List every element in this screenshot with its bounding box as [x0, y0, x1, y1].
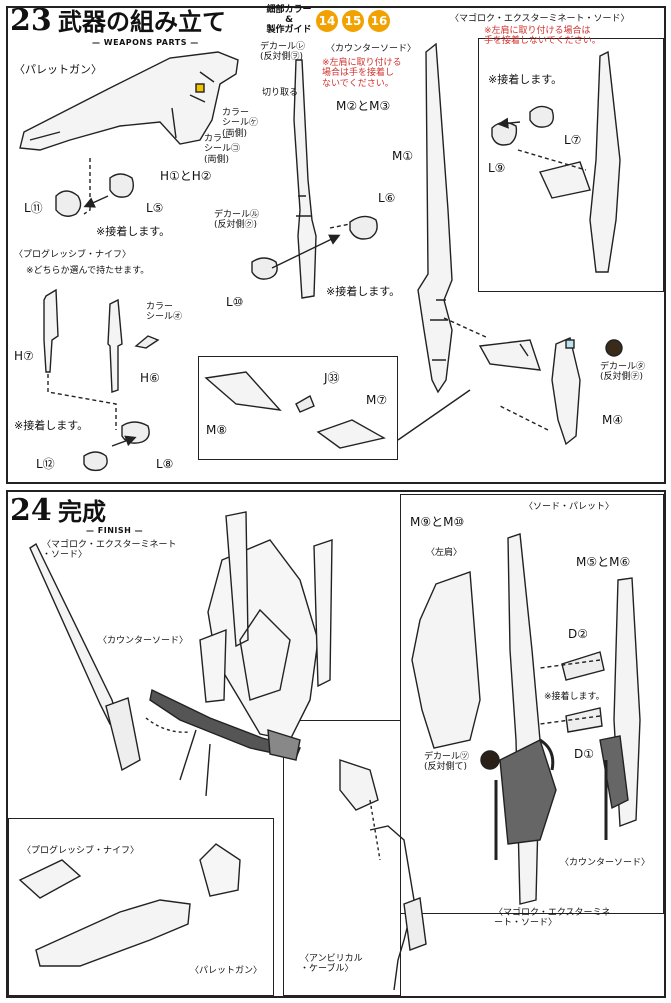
counter-sword-drawing [293, 59, 317, 299]
sword-pallet-heading: 〈ソード・パレット〉 [524, 502, 615, 512]
step24-number: 24 [10, 493, 52, 528]
part-m1: M① [392, 149, 414, 163]
part-h7: H⑦ [14, 349, 34, 363]
decal-tsu: デカール㋡ (反対側て) [424, 752, 470, 773]
finish-counter-sword-label-2: 〈カウンターソード〉 [560, 858, 651, 868]
finish-magoroku-label: 〈マゴロク・エクスターミネート ・ソード〉 [42, 540, 177, 561]
step23-subtitle: — WEAPONS PARTS — [92, 38, 199, 47]
part-m2m3: M②とM③ [336, 99, 391, 113]
finish-counter-sword-label: 〈カウンターソード〉 [98, 636, 189, 646]
part-d2: D② [568, 627, 588, 641]
knife-h7-drawing [43, 288, 59, 373]
umbilical-panel [283, 720, 401, 996]
part-m4: M④ [602, 413, 624, 427]
decal-ta: デカール㋟ (反対側㋠) [600, 362, 646, 383]
counter-sword-heading: 〈カウンターソード〉 [326, 44, 417, 54]
finish-knife-label: 〈プログレッシブ・ナイフ〉 [22, 846, 140, 856]
part-l6: L⑥ [378, 191, 396, 205]
magoroku-inset-panel [478, 38, 664, 292]
pallet-attach-note: ※接着します。 [96, 225, 171, 238]
guide-badge-2: 15 [342, 10, 364, 32]
part-l11: L⑪ [24, 201, 43, 215]
guide-badge-1: 14 [316, 10, 338, 32]
umbilical-label: 〈アンビリカル ・ケーブル〉 [300, 954, 363, 975]
pallet-gun-heading: 〈パレットガン〉 [14, 63, 102, 76]
knife-inset-panel [198, 356, 398, 460]
part-l9: L⑨ [488, 161, 506, 175]
finish-magoroku-label-2: 〈マゴロク・エクスターミネ ート・ソード〉 [494, 908, 611, 929]
knife-attach-note: ※接着します。 [14, 419, 89, 432]
part-m9m10: M⑨とM⑩ [410, 515, 465, 529]
finish-pallet-gun-label: 〈パレットガン〉 [190, 966, 263, 976]
magoroku-red-note: ※左肩に取り付ける場合は 手を接着しないでください。 [484, 26, 601, 47]
step23-panel [6, 6, 666, 484]
guide-badge-3: 16 [368, 10, 390, 32]
part-l8: L⑧ [156, 457, 174, 471]
part-l5: L⑤ [146, 201, 164, 215]
part-m5m6: M⑤とM⑥ [576, 555, 631, 569]
step24-panel [6, 490, 666, 998]
sword-pallet-panel [400, 494, 664, 914]
part-m7: M⑦ [366, 393, 388, 407]
magoroku-sword-drawing [417, 42, 453, 394]
part-h6: H⑥ [140, 371, 160, 385]
counter-sword-red-note: ※左肩に取り付ける 場合は手を接着し ないでください。 [322, 58, 402, 89]
finish-attach-note: ※接着します。 [544, 692, 605, 702]
part-l12: L⑫ [36, 457, 55, 471]
knife-heading: 〈プログレッシブ・ナイフ〉 [14, 250, 132, 260]
step24-title: 完成 [58, 497, 106, 526]
step23-number: 23 [10, 3, 52, 38]
left-shoulder-drawing [411, 571, 481, 749]
sword-pallet-m9m10 [507, 533, 541, 905]
color-seal-ke: カラー シール㋘ (両側) [222, 108, 259, 139]
pallet-gun-drawing [19, 51, 239, 151]
decal-nu: デカール㋸ (反対側㋗) [214, 210, 260, 231]
part-m8: M⑧ [206, 423, 228, 437]
counter-attach-note: ※接着します。 [326, 285, 401, 298]
decal-re: デカール㋹ (反対側㋾) [260, 42, 306, 63]
part-j33: J㉝ [324, 371, 340, 385]
left-shoulder-heading: 〈左肩〉 [426, 548, 463, 558]
knife-choose-note: ※どちらか選んで持たせます。 [26, 266, 150, 276]
color-seal-ko: カラー シール㋙ (両側) [204, 134, 241, 165]
step23-title: 武器の組み立て [58, 7, 226, 36]
magoroku-attach-note: ※接着します。 [488, 73, 563, 86]
knife-h6-drawing [107, 298, 123, 393]
magoroku-heading: 〈マゴロク・エクスターミネート・ソード〉 [450, 14, 630, 24]
color-guide-label: 細部カラー&製作ガイド [266, 5, 312, 35]
part-h1h2: H①とH② [160, 169, 212, 183]
part-d1: D① [574, 747, 594, 761]
step24-subtitle: — FINISH — [86, 526, 144, 535]
part-l10: L⑩ [226, 295, 244, 309]
weapons-detail-panel [8, 818, 274, 996]
cut-off-label: 切り取る [262, 88, 299, 98]
part-l7: L⑦ [564, 133, 582, 147]
knife-color-seal: カラー シール㋔ [146, 302, 183, 323]
